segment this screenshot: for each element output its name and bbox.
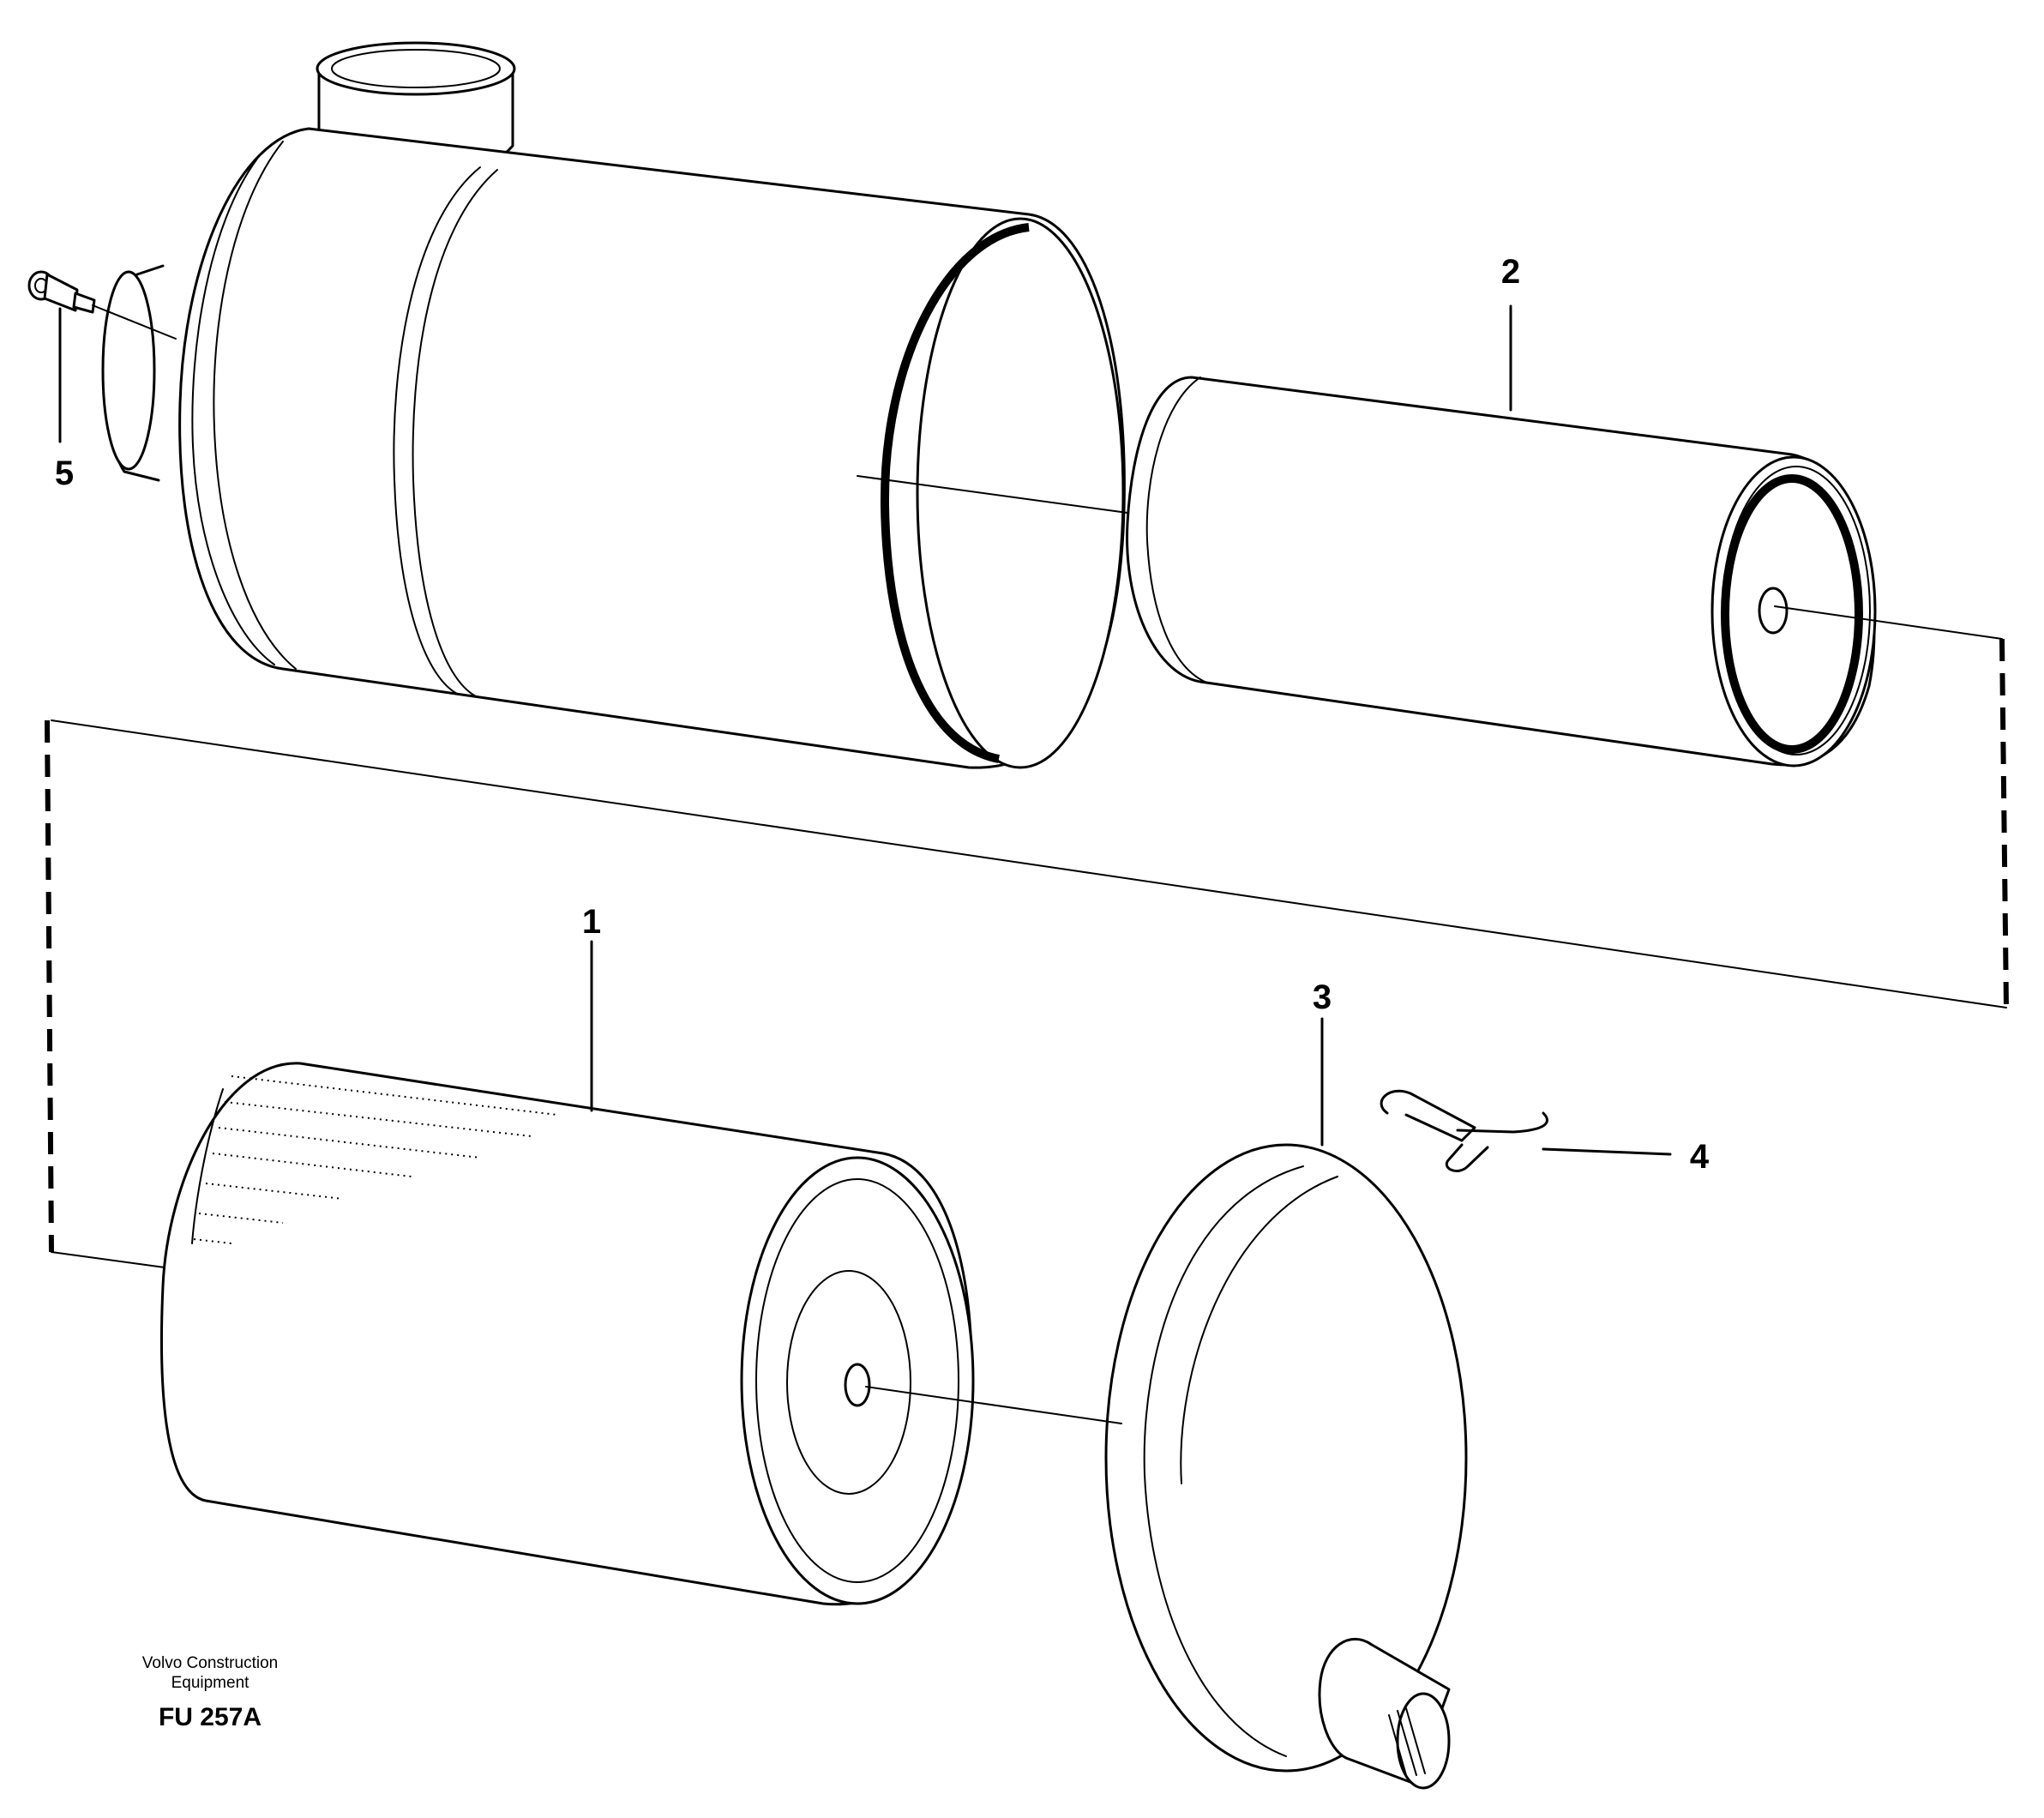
safety-filter-element — [1126, 376, 1877, 768]
main-filter-element — [159, 1062, 975, 1606]
callout-4: 4 — [1690, 1138, 1710, 1176]
callout-leaders — [58, 304, 1672, 1156]
callout-3: 3 — [1313, 978, 1332, 1016]
caption-line2: Equipment — [171, 1674, 250, 1692]
caption-line1: Volvo Construction — [142, 1654, 278, 1672]
filter-housing — [101, 41, 1126, 769]
callout-1: 1 — [582, 903, 601, 941]
retaining-clip — [1380, 1089, 1548, 1172]
callout-5: 5 — [55, 454, 74, 492]
callout-2: 2 — [1501, 253, 1520, 291]
vacuator-valve-part — [27, 270, 177, 340]
honeycomb-mesh — [191, 1075, 558, 1244]
filter-cover — [1104, 1143, 1468, 1790]
assembly-lines — [45, 475, 2009, 1424]
figure-code: FU 257A — [159, 1703, 262, 1731]
